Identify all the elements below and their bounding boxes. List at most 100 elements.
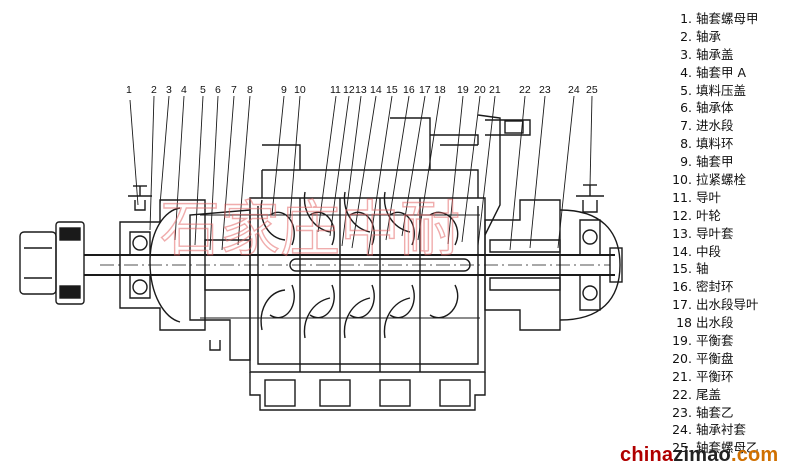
legend-label: 轴承盖 <box>696 46 734 62</box>
legend-number: 21. <box>672 368 692 384</box>
legend-number: 13. <box>672 225 692 241</box>
legend-number: 1. <box>680 11 692 26</box>
legend-label: 轴套甲 A <box>696 64 747 80</box>
legend-label: 轴套螺母甲 <box>696 11 759 26</box>
callout-7: 7 <box>231 84 237 96</box>
legend-item: 4.轴套甲 A <box>670 64 798 82</box>
legend-number: 20. <box>672 350 692 366</box>
callout-21: 21 <box>489 84 501 96</box>
leader-lines <box>129 95 593 257</box>
brand-part-3: .com <box>730 444 779 466</box>
legend-label: 导叶 <box>696 189 722 205</box>
legend-label: 出水段 <box>696 315 734 331</box>
legend-number: 24. <box>672 422 692 438</box>
legend-label: 平衡套 <box>696 333 734 349</box>
brand-part-2: zimao <box>673 444 731 466</box>
legend-item: 12.叶轮 <box>670 207 798 225</box>
legend-label: 轴套螺母乙 <box>696 440 759 456</box>
legend-number: 12. <box>672 207 692 223</box>
legend-number: 11. <box>672 189 692 205</box>
legend-item: 21.平衡环 <box>670 368 798 386</box>
legend-number: 16. <box>672 279 692 295</box>
legend-item: 13.导叶套 <box>670 225 798 243</box>
callout-4: 4 <box>181 84 187 96</box>
left-bearing-housing-drawing <box>119 185 206 331</box>
site-brand-logo: chinazimao.com <box>620 444 778 467</box>
callout-23: 23 <box>539 84 551 96</box>
legend-item: 16.密封环 <box>670 278 798 296</box>
callout-15: 15 <box>386 84 398 96</box>
legend-label: 平衡环 <box>696 368 734 384</box>
legend-item: 15.轴 <box>670 260 798 278</box>
legend-number: 8. <box>680 136 692 152</box>
callout-3: 3 <box>166 84 172 96</box>
legend-item: 1. 轴套螺母甲 <box>670 10 798 28</box>
legend-label: 中段 <box>696 243 722 259</box>
legend-item: 2.轴承 <box>670 28 798 46</box>
legend-number: 15. <box>672 261 692 277</box>
legend-number: 3. <box>680 46 692 62</box>
callout-19: 19 <box>457 84 469 96</box>
callout-10: 10 <box>294 84 306 96</box>
legend-label: 叶轮 <box>696 207 722 223</box>
brand-part-1: china <box>620 444 674 466</box>
legend-label: 轴套甲 <box>696 154 734 170</box>
legend-item: 19.平衡套 <box>670 332 798 350</box>
callout-20: 20 <box>474 84 486 96</box>
callout-2: 2 <box>151 84 157 96</box>
parts-legend: 1.轴套螺母甲 2.轴承 3.轴承盖 4.轴套甲 A 5.填料压盖 6.轴承体 … <box>670 10 798 457</box>
legend-label: 填料压盖 <box>696 82 747 98</box>
legend-item: 23.轴套乙 <box>670 404 798 422</box>
legend-label: 尾盖 <box>696 386 722 402</box>
callout-13: 13 <box>355 84 367 96</box>
legend-item: 20.平衡盘 <box>670 350 798 368</box>
callout-17: 17 <box>419 84 431 96</box>
legend-item: 5.填料压盖 <box>670 82 798 100</box>
legend-number: 25. <box>672 440 692 456</box>
watermark-text: 石家庄中耐 <box>160 195 460 265</box>
callout-6: 6 <box>215 84 221 96</box>
legend-item: 9.轴套甲 <box>670 153 798 171</box>
legend-item: 14.中段 <box>670 243 798 261</box>
legend-label: 进水段 <box>696 118 734 134</box>
legend-number: 9. <box>680 154 692 170</box>
legend-item: 3.轴承盖 <box>670 46 798 64</box>
legend-number: 7. <box>680 118 692 134</box>
legend-label: 导叶套 <box>696 225 734 241</box>
coupling-drawing <box>19 221 85 305</box>
callout-14: 14 <box>370 84 382 96</box>
callout-8: 8 <box>247 84 253 96</box>
legend-label: 密封环 <box>696 279 734 295</box>
legend-number: 6. <box>680 100 692 116</box>
legend-item: 22.尾盖 <box>670 386 798 404</box>
callout-24: 24 <box>568 84 580 96</box>
legend-label: 拉紧螺栓 <box>696 172 747 188</box>
legend-number: 5. <box>680 82 692 98</box>
legend-label: 轴承体 <box>696 100 734 116</box>
legend-number: 2. <box>680 28 692 44</box>
stage-casing-drawing <box>200 144 486 411</box>
legend-item: 11.导叶 <box>670 189 798 207</box>
legend-number: 17. <box>672 297 692 313</box>
callout-25: 25 <box>586 84 598 96</box>
legend-number: 23. <box>672 404 692 420</box>
legend-number: 14. <box>672 243 692 259</box>
callout-9: 9 <box>281 84 287 96</box>
legend-item: 8.填料环 <box>670 135 798 153</box>
callout-11: 11 <box>330 84 341 96</box>
legend-label: 平衡盘 <box>696 350 734 366</box>
callout-1: 1 <box>126 84 132 96</box>
callout-18: 18 <box>434 84 446 96</box>
legend-label: 轴套乙 <box>696 404 734 420</box>
legend-number: 19. <box>672 333 692 349</box>
legend-label: 轴承衬套 <box>696 422 747 438</box>
legend-label: 填料环 <box>696 136 734 152</box>
legend-item: 7.进水段 <box>670 117 798 135</box>
legend-item: 17.出水段导叶 <box>670 296 798 314</box>
legend-item: 24.轴承衬套 <box>670 421 798 439</box>
legend-number: 4. <box>680 64 692 80</box>
callout-22: 22 <box>519 84 531 96</box>
legend-label: 轴承 <box>696 28 722 44</box>
